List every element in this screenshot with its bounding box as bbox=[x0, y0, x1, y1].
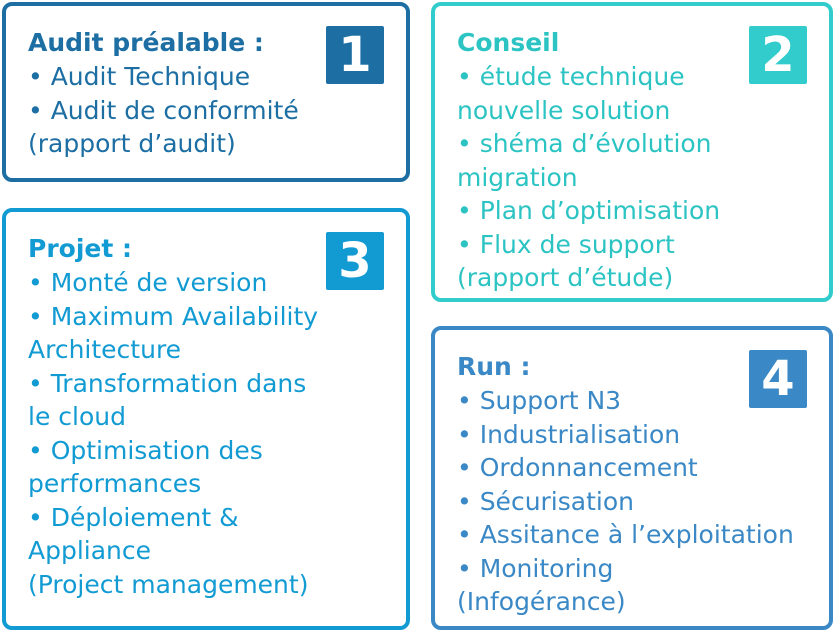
card-content: Audit préalable : • Audit Technique • Au… bbox=[28, 26, 400, 161]
card-line: performances bbox=[28, 469, 202, 498]
step-number-badge: 2 bbox=[749, 26, 807, 84]
card-line: • Ordonnancement bbox=[457, 453, 698, 482]
card-line: (Infogérance) bbox=[457, 587, 626, 616]
card-line: • Monitoring bbox=[457, 553, 614, 583]
card-title: Audit préalable : bbox=[28, 28, 264, 57]
card-title: Conseil bbox=[457, 28, 560, 57]
card-line: Appliance bbox=[28, 536, 152, 565]
card-line: • Optimisation des bbox=[28, 435, 263, 465]
card-line: • Déploiement & bbox=[28, 502, 239, 532]
card-title: Run : bbox=[457, 352, 531, 381]
card-line: Architecture bbox=[28, 335, 182, 364]
card-line: nouvelle solution bbox=[457, 95, 671, 125]
card-line: • Audit de conformité bbox=[28, 95, 299, 125]
card-line: • Transformation dans bbox=[28, 368, 307, 398]
card-audit-prealable: 1 Audit préalable : • Audit Technique • … bbox=[2, 2, 410, 182]
card-line: le cloud bbox=[28, 402, 126, 431]
step-number-badge: 4 bbox=[749, 350, 807, 408]
step-number-badge: 3 bbox=[326, 232, 384, 290]
card-line: • Plan d’optimisation bbox=[457, 196, 721, 225]
card-line: • shéma d’évolution bbox=[457, 129, 712, 158]
card-line: • Support N3 bbox=[457, 386, 622, 415]
card-line: • Sécurisation bbox=[457, 486, 634, 516]
card-title: Projet : bbox=[28, 234, 133, 263]
card-line: (rapport d’étude) bbox=[457, 263, 674, 292]
card-line: • Maximum Availability bbox=[28, 301, 319, 331]
card-line: • Audit Technique bbox=[28, 62, 251, 91]
card-line: • Assitance à l’exploitation bbox=[457, 520, 794, 549]
card-line: • Industrialisation bbox=[457, 419, 681, 449]
card-line: • Flux de support bbox=[457, 229, 675, 259]
card-line: • Monté de version bbox=[28, 268, 268, 297]
card-content: Projet : • Monté de version • Maximum Av… bbox=[28, 232, 400, 601]
card-content: Conseil • étude technique nouvelle solut… bbox=[457, 26, 823, 295]
step-number-badge: 1 bbox=[326, 26, 384, 84]
card-line: (rapport d’audit) bbox=[28, 129, 236, 158]
card-projet: 3 Projet : • Monté de version • Maximum … bbox=[2, 208, 410, 630]
card-run: 4 Run : • Support N3 • Industrialisation… bbox=[431, 326, 833, 630]
card-line: migration bbox=[457, 162, 578, 192]
card-line: (Project management) bbox=[28, 569, 309, 599]
card-content: Run : • Support N3 • Industrialisation •… bbox=[457, 350, 823, 619]
card-line: • étude technique bbox=[457, 62, 685, 91]
card-conseil: 2 Conseil • étude technique nouvelle sol… bbox=[431, 2, 833, 302]
